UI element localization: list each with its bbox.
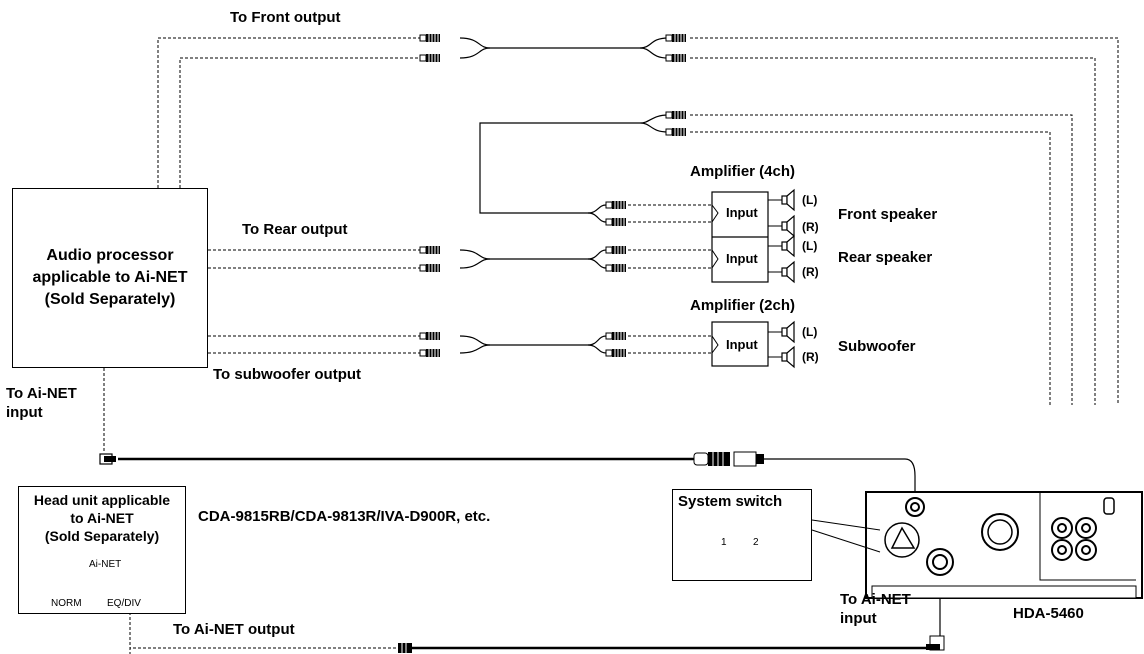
to-rear-output-label: To Rear output <box>242 221 348 238</box>
switch-norm-label: NORM <box>51 598 82 609</box>
sub-left-label: (L) <box>802 325 818 339</box>
ainet-plug-bottom <box>398 635 945 653</box>
front-right-label: (R) <box>802 220 819 234</box>
subwoofer-label: Subwoofer <box>838 338 916 355</box>
system-switch-title: System switch <box>678 493 783 510</box>
amp2-input-label: Input <box>726 337 758 352</box>
rear-right-label: (R) <box>802 265 819 279</box>
audio-processor-box: Audio processor applicable to Ai-NET (So… <box>12 188 208 368</box>
ainet-switch-title: Ai-NET <box>89 559 122 570</box>
amp4-rear-input-label: Input <box>726 251 758 266</box>
front-to-hda-dash-2 <box>690 57 1096 405</box>
rear-left-label: (L) <box>802 239 818 253</box>
sub-right-label: (R) <box>802 350 819 364</box>
switch-pos-1: 1 <box>721 537 727 548</box>
rear-speaker-label: Rear speaker <box>838 249 933 266</box>
system-switch-box: System switch 1 2 <box>672 489 812 581</box>
hda-model-label: HDA-5460 <box>1013 605 1084 622</box>
head-unit-label: Head unit applicable to Ai-NET (Sold Sep… <box>33 492 171 544</box>
to-subwoofer-output-label: To subwoofer output <box>213 366 362 383</box>
hda-5460-unit <box>865 491 1143 599</box>
to-front-output-label: To Front output <box>230 9 341 26</box>
to-ainet-output-label: To Ai-NET output <box>173 621 295 638</box>
audio-processor-label: Audio processor applicable to Ai-NET (So… <box>32 247 188 308</box>
front-left-label: (L) <box>802 193 818 207</box>
to-ainet-input-right-label: To Ai-NET input <box>840 591 911 627</box>
to-ainet-input-left-label: To Ai-NET input <box>6 385 77 421</box>
amp-4ch-title: Amplifier (4ch) <box>690 163 796 180</box>
model-list-label: CDA-9815RB/CDA-9813R/IVA-D900R, etc. <box>198 508 491 525</box>
front-speaker-label: Front speaker <box>838 206 938 223</box>
amp-2ch-title: Amplifier (2ch) <box>690 297 796 314</box>
ainet-inline-connector <box>693 451 764 467</box>
front-output-dash-1 <box>157 37 420 188</box>
headunit-ainet-dash <box>129 647 398 654</box>
front-to-hda-dash-4 <box>690 131 1051 405</box>
amp-2ch-box <box>711 321 769 367</box>
rca-plugs <box>419 33 687 358</box>
front-to-hda-dash-1 <box>690 37 1119 405</box>
front-output-dash-2 <box>179 57 420 188</box>
amp4-front-input-label: Input <box>726 205 758 220</box>
speakers <box>781 189 795 368</box>
head-unit-box: Head unit applicable to Ai-NET (Sold Sep… <box>18 486 186 614</box>
switch-pos-2: 2 <box>753 537 759 548</box>
front-to-hda-dash-3 <box>690 114 1073 405</box>
switch-eqdiv-label: EQ/DIV <box>107 598 141 609</box>
